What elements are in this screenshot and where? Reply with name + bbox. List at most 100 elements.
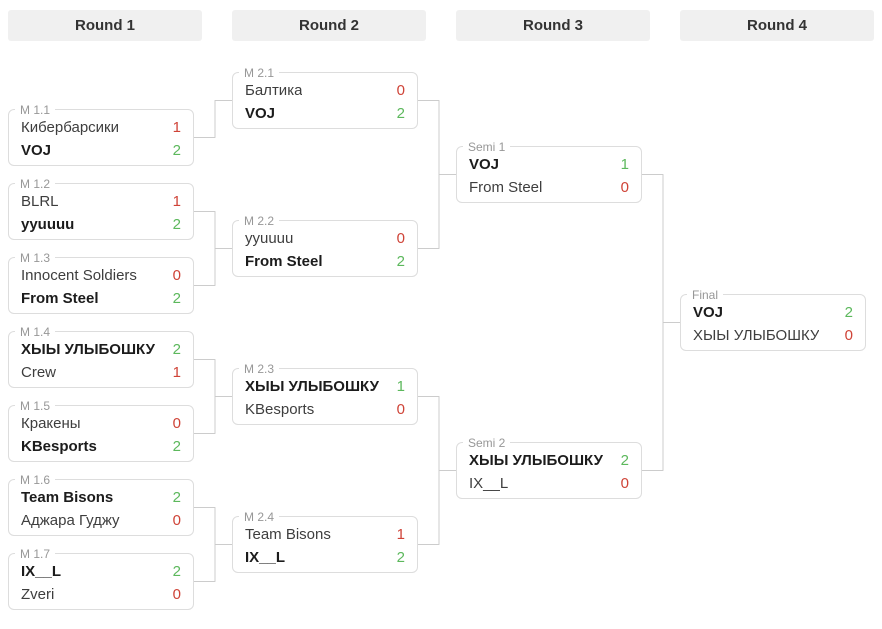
team-name: From Steel [245, 253, 323, 270]
team-score: 0 [620, 475, 629, 492]
match-team-row: yyuuuu 2 [21, 213, 181, 236]
team-name: Аджара Гуджу [21, 512, 120, 529]
round-header-4: Round 4 [680, 10, 874, 41]
match-team-row: Team Bisons 2 [21, 486, 181, 509]
match-label: M 1.4 [15, 323, 56, 341]
match-team-row: BLRL 1 [21, 190, 181, 213]
match-team-row: ХЫЫ УЛЫБОШКУ 2 [469, 449, 629, 472]
match-team-row: IX__L 2 [21, 560, 181, 583]
team-name: From Steel [469, 179, 543, 196]
match-team-row: Team Bisons 1 [245, 523, 405, 546]
team-name: Zveri [21, 586, 55, 603]
match-team-row: Innocent Soldiers 0 [21, 264, 181, 287]
match-label: M 2.3 [239, 360, 280, 378]
team-score: 2 [396, 105, 405, 122]
match-label: M 1.7 [15, 545, 56, 563]
team-score: 2 [844, 304, 853, 321]
match-team-row: KBesports 2 [21, 435, 181, 458]
team-name: ХЫЫ УЛЫБОШКУ [469, 452, 603, 469]
match-card-m1-2[interactable]: M 1.2 BLRL 1 yyuuuu 2 [8, 175, 194, 240]
match-label: M 1.3 [15, 249, 56, 267]
round-header-2: Round 2 [232, 10, 426, 41]
match-team-row: From Steel 2 [245, 250, 405, 273]
team-name: IX__L [469, 475, 509, 492]
team-name: VOJ [245, 105, 276, 122]
team-name: VOJ [21, 142, 52, 159]
team-name: IX__L [21, 563, 62, 580]
team-name: Кракены [21, 415, 81, 432]
team-score: 1 [172, 193, 181, 210]
team-name: IX__L [245, 549, 286, 566]
team-name: Crew [21, 364, 57, 381]
team-name: Балтика [245, 82, 303, 99]
match-label: Semi 1 [463, 138, 511, 156]
match-label: M 1.2 [15, 175, 56, 193]
match-label: M 2.1 [239, 64, 280, 82]
team-score: 0 [844, 327, 853, 344]
match-team-row: ХЫЫ УЛЫБОШКУ 1 [245, 375, 405, 398]
team-score: 0 [396, 82, 405, 99]
team-score: 1 [172, 364, 181, 381]
team-name: Team Bisons [245, 526, 331, 543]
team-score: 0 [172, 267, 181, 284]
match-card-m2-4[interactable]: M 2.4 Team Bisons 1 IX__L 2 [232, 508, 418, 573]
team-score: 2 [172, 290, 181, 307]
team-score: 2 [172, 438, 181, 455]
match-team-row: VOJ 1 [469, 153, 629, 176]
match-card-m2-3[interactable]: M 2.3 ХЫЫ УЛЫБОШКУ 1 KBesports 0 [232, 360, 418, 425]
team-name: ХЫЫ УЛЫБОШКУ [245, 378, 379, 395]
team-score: 2 [396, 253, 405, 270]
team-score: 1 [620, 156, 629, 173]
match-card-semi-2[interactable]: Semi 2 ХЫЫ УЛЫБОШКУ 2 IX__L 0 [456, 434, 642, 499]
match-card-m1-6[interactable]: M 1.6 Team Bisons 2 Аджара Гуджу 0 [8, 471, 194, 536]
match-team-row: Кибербарсики 1 [21, 116, 181, 139]
match-card-m2-1[interactable]: M 2.1 Балтика 0 VOJ 2 [232, 64, 418, 129]
match-card-m1-1[interactable]: M 1.1 Кибербарсики 1 VOJ 2 [8, 101, 194, 166]
match-label: M 1.5 [15, 397, 56, 415]
team-name: ХЫЫ УЛЫБОШКУ [21, 341, 155, 358]
match-team-row: IX__L 2 [245, 546, 405, 569]
team-name: yyuuuu [245, 230, 294, 247]
match-team-row: From Steel 2 [21, 287, 181, 310]
match-card-semi-1[interactable]: Semi 1 VOJ 1 From Steel 0 [456, 138, 642, 203]
team-score: 2 [396, 549, 405, 566]
match-team-row: Zveri 0 [21, 583, 181, 606]
match-card-final[interactable]: Final VOJ 2 ХЫЫ УЛЫБОШКУ 0 [680, 286, 866, 351]
team-score: 2 [172, 489, 181, 506]
match-team-row: ХЫЫ УЛЫБОШКУ 0 [693, 324, 853, 347]
match-card-m1-3[interactable]: M 1.3 Innocent Soldiers 0 From Steel 2 [8, 249, 194, 314]
match-team-row: ХЫЫ УЛЫБОШКУ 2 [21, 338, 181, 361]
team-score: 0 [620, 179, 629, 196]
match-team-row: Кракены 0 [21, 412, 181, 435]
match-label: M 1.6 [15, 471, 56, 489]
match-team-row: From Steel 0 [469, 176, 629, 199]
team-name: yyuuuu [21, 216, 75, 233]
team-name: Team Bisons [21, 489, 114, 506]
match-label: M 1.1 [15, 101, 56, 119]
match-card-m1-7[interactable]: M 1.7 IX__L 2 Zveri 0 [8, 545, 194, 610]
team-name: VOJ [469, 156, 500, 173]
team-score: 2 [172, 216, 181, 233]
team-name: Кибербарсики [21, 119, 119, 136]
team-score: 2 [172, 563, 181, 580]
match-card-m2-2[interactable]: M 2.2 yyuuuu 0 From Steel 2 [232, 212, 418, 277]
team-score: 0 [172, 586, 181, 603]
match-team-row: Балтика 0 [245, 79, 405, 102]
team-score: 1 [396, 378, 405, 395]
team-name: Innocent Soldiers [21, 267, 137, 284]
team-name: KBesports [21, 438, 97, 455]
team-score: 1 [172, 119, 181, 136]
match-team-row: VOJ 2 [245, 102, 405, 125]
team-name: KBesports [245, 401, 315, 418]
match-team-row: yyuuuu 0 [245, 227, 405, 250]
match-label: M 2.4 [239, 508, 280, 526]
team-name: ХЫЫ УЛЫБОШКУ [693, 327, 820, 344]
team-score: 2 [172, 142, 181, 159]
match-card-m1-5[interactable]: M 1.5 Кракены 0 KBesports 2 [8, 397, 194, 462]
round-header-1: Round 1 [8, 10, 202, 41]
team-score: 0 [172, 512, 181, 529]
match-team-row: VOJ 2 [21, 139, 181, 162]
match-card-m1-4[interactable]: M 1.4 ХЫЫ УЛЫБОШКУ 2 Crew 1 [8, 323, 194, 388]
round-header-3: Round 3 [456, 10, 650, 41]
